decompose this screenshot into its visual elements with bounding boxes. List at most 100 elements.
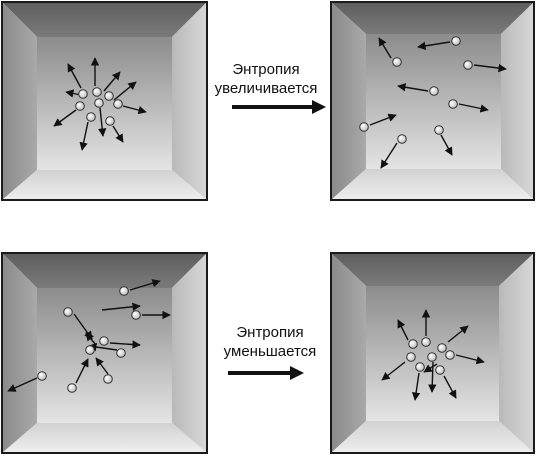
velocity-arrow (7, 377, 38, 392)
particle (392, 57, 402, 67)
particle (427, 352, 437, 362)
wall-bottom (331, 169, 534, 200)
caption-entropy-increases: Энтропия увеличивается (206, 60, 326, 98)
box-after-increase (330, 1, 535, 201)
wall-bottom (2, 170, 207, 200)
particle (421, 337, 431, 347)
velocity-arrow (112, 125, 124, 143)
particle (451, 36, 461, 46)
box-frame (1, 1, 208, 201)
particle (429, 86, 439, 96)
particle (406, 352, 416, 362)
velocity-arrow (109, 340, 141, 349)
wall-right (172, 253, 207, 453)
particle (75, 101, 85, 111)
velocity-arrow (381, 361, 406, 381)
velocity-arrow (67, 63, 82, 89)
box-frame (330, 252, 535, 454)
particle (94, 98, 104, 108)
particle (463, 60, 473, 70)
particle (63, 307, 73, 317)
box-after-decrease (330, 252, 535, 454)
box-initial-ordered (1, 1, 208, 201)
particle (408, 339, 418, 349)
velocity-arrow (85, 332, 97, 346)
wall-bottom (331, 421, 534, 453)
particle (397, 134, 407, 144)
particle (92, 87, 102, 97)
box-frame (1, 252, 208, 454)
particle (448, 99, 458, 109)
velocity-arrow (378, 37, 392, 59)
velocity-arrow (455, 354, 485, 365)
velocity-arrow (122, 105, 147, 115)
velocity-arrow (473, 63, 507, 73)
wall-top (331, 253, 534, 286)
particle (103, 374, 113, 384)
velocity-arrow (417, 41, 451, 50)
transition-arrowhead-1 (312, 100, 326, 114)
wall-right (501, 2, 534, 200)
wall-top (2, 2, 207, 37)
velocity-arrow (95, 357, 109, 375)
wall-right (172, 2, 207, 200)
particle (434, 125, 444, 135)
velocity-arrow (397, 83, 429, 92)
particle (99, 336, 109, 346)
velocity-arrow (440, 134, 453, 156)
box-initial-spread (1, 252, 208, 454)
particle (105, 116, 115, 126)
wall-left (331, 253, 366, 453)
velocity-arrow (447, 325, 469, 343)
velocity-arrow (101, 302, 141, 311)
particle (119, 286, 129, 296)
caption-2-line-2: уменьшается (223, 343, 317, 360)
particle (86, 112, 96, 122)
particle (415, 362, 425, 372)
wall-left (331, 2, 366, 200)
wall-left (2, 253, 37, 453)
particle (116, 348, 126, 358)
velocity-arrow (103, 71, 121, 92)
caption-entropy-decreases: Энтропия уменьшается (210, 323, 330, 361)
velocity-arrow (53, 109, 77, 127)
box-frame (330, 1, 535, 201)
particle (104, 91, 114, 101)
velocity-arrow (411, 372, 421, 401)
wall-back (37, 288, 172, 423)
velocity-arrow (88, 342, 118, 352)
particle (131, 310, 141, 320)
particle (85, 345, 95, 355)
velocity-arrow (397, 319, 409, 341)
particle (37, 371, 47, 381)
velocity-arrow (79, 121, 89, 151)
velocity-arrow (380, 142, 398, 169)
velocity-arrow (423, 363, 438, 373)
particle (67, 383, 77, 393)
velocity-arrow (443, 375, 457, 399)
particle (445, 350, 455, 360)
wall-left (2, 2, 37, 200)
particle (113, 99, 123, 109)
wall-top (331, 2, 534, 34)
particle (437, 343, 447, 353)
wall-bottom (2, 423, 207, 453)
velocity-arrow (369, 113, 397, 126)
particle (359, 122, 369, 132)
caption-2-line-1: Энтропия (236, 324, 304, 341)
particle (435, 365, 445, 375)
wall-right (499, 253, 534, 453)
wall-top (2, 253, 207, 288)
wall-back (37, 37, 172, 170)
velocity-arrow (98, 107, 107, 137)
caption-1-line-1: Энтропия (232, 61, 300, 78)
velocity-arrow (113, 81, 137, 101)
velocity-arrow (458, 103, 489, 113)
caption-1-line-2: увеличивается (214, 80, 318, 97)
velocity-arrow (129, 279, 161, 291)
velocity-arrow (75, 358, 89, 384)
particle (78, 89, 88, 99)
transition-arrowhead-2 (290, 366, 304, 380)
wall-back (366, 34, 501, 169)
